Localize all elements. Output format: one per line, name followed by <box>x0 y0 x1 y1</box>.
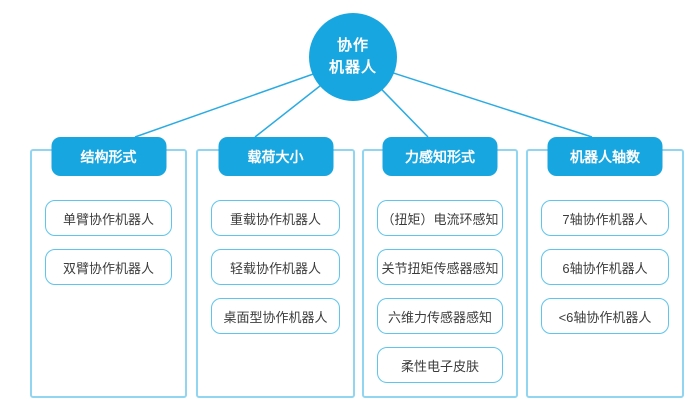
root-node-label-line2: 机器人 <box>328 59 377 76</box>
branch-items-structure-type: 单臂协作机器人 双臂协作机器人 <box>32 151 185 285</box>
leaf-node: 双臂协作机器人 <box>45 249 172 285</box>
branch-items-payload-size: 重载协作机器人 轻载协作机器人 桌面型协作机器人 <box>198 151 353 334</box>
branch-header-force-sensing-type: 力感知形式 <box>382 137 498 176</box>
leaf-node: 重载协作机器人 <box>211 200 340 236</box>
leaf-node: 6轴协作机器人 <box>541 249 669 285</box>
branch-items-robot-axis-count: 7轴协作机器人 6轴协作机器人 <6轴协作机器人 <box>528 151 682 334</box>
branch-header-structure-type: 结构形式 <box>51 137 166 176</box>
leaf-node: 7轴协作机器人 <box>541 200 669 236</box>
branch-robot-axis-count: 机器人轴数 7轴协作机器人 6轴协作机器人 <6轴协作机器人 <box>526 137 684 398</box>
leaf-node: 单臂协作机器人 <box>45 200 172 236</box>
branch-header-payload-size: 载荷大小 <box>218 137 333 176</box>
root-node: 协作 机器人 <box>309 13 397 101</box>
leaf-node: 轻载协作机器人 <box>211 249 340 285</box>
branch-force-sensing-type: 力感知形式 （扭矩）电流环感知 关节扭矩传感器感知 六维力传感器感知 柔性电子皮… <box>362 137 518 398</box>
leaf-node: 关节扭矩传感器感知 <box>377 249 503 285</box>
leaf-node: <6轴协作机器人 <box>541 298 669 334</box>
branch-items-force-sensing-type: （扭矩）电流环感知 关节扭矩传感器感知 六维力传感器感知 柔性电子皮肤 <box>364 151 516 383</box>
leaf-node: （扭矩）电流环感知 <box>377 200 503 236</box>
leaf-node: 六维力传感器感知 <box>377 298 503 334</box>
leaf-node: 柔性电子皮肤 <box>377 347 503 383</box>
branch-structure-type: 结构形式 单臂协作机器人 双臂协作机器人 <box>30 137 187 398</box>
leaf-node: 桌面型协作机器人 <box>211 298 340 334</box>
branch-header-robot-axis-count: 机器人轴数 <box>547 137 663 176</box>
branch-payload-size: 载荷大小 重载协作机器人 轻载协作机器人 桌面型协作机器人 <box>196 137 355 398</box>
root-node-label-line1: 协作 <box>336 37 369 55</box>
